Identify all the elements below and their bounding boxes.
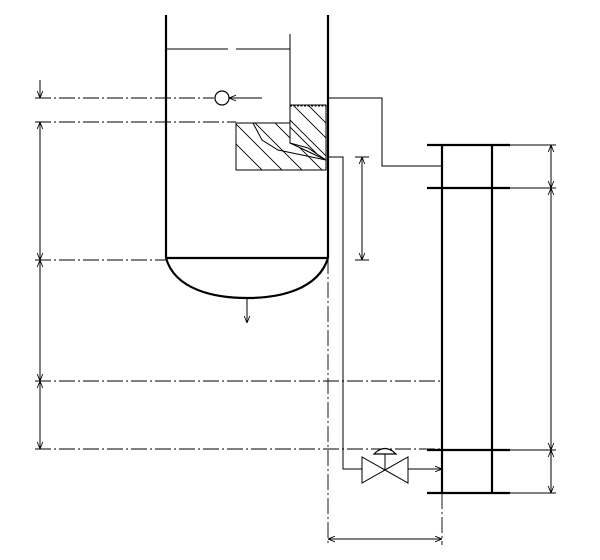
bottom-dimension	[328, 493, 443, 545]
float	[214, 90, 230, 106]
downcomer	[252, 122, 327, 161]
transfer-line-upper	[328, 97, 442, 167]
inner-dimension	[355, 156, 369, 261]
weir	[289, 104, 327, 161]
dished-bottom	[164, 257, 330, 300]
top-dimension-line	[166, 34, 291, 123]
vessel	[164, 15, 330, 260]
control-valve	[361, 447, 442, 484]
draw-pipe	[328, 156, 362, 470]
external-column	[427, 143, 510, 495]
level-lines	[35, 97, 442, 545]
column-dimension-chain	[510, 144, 556, 494]
